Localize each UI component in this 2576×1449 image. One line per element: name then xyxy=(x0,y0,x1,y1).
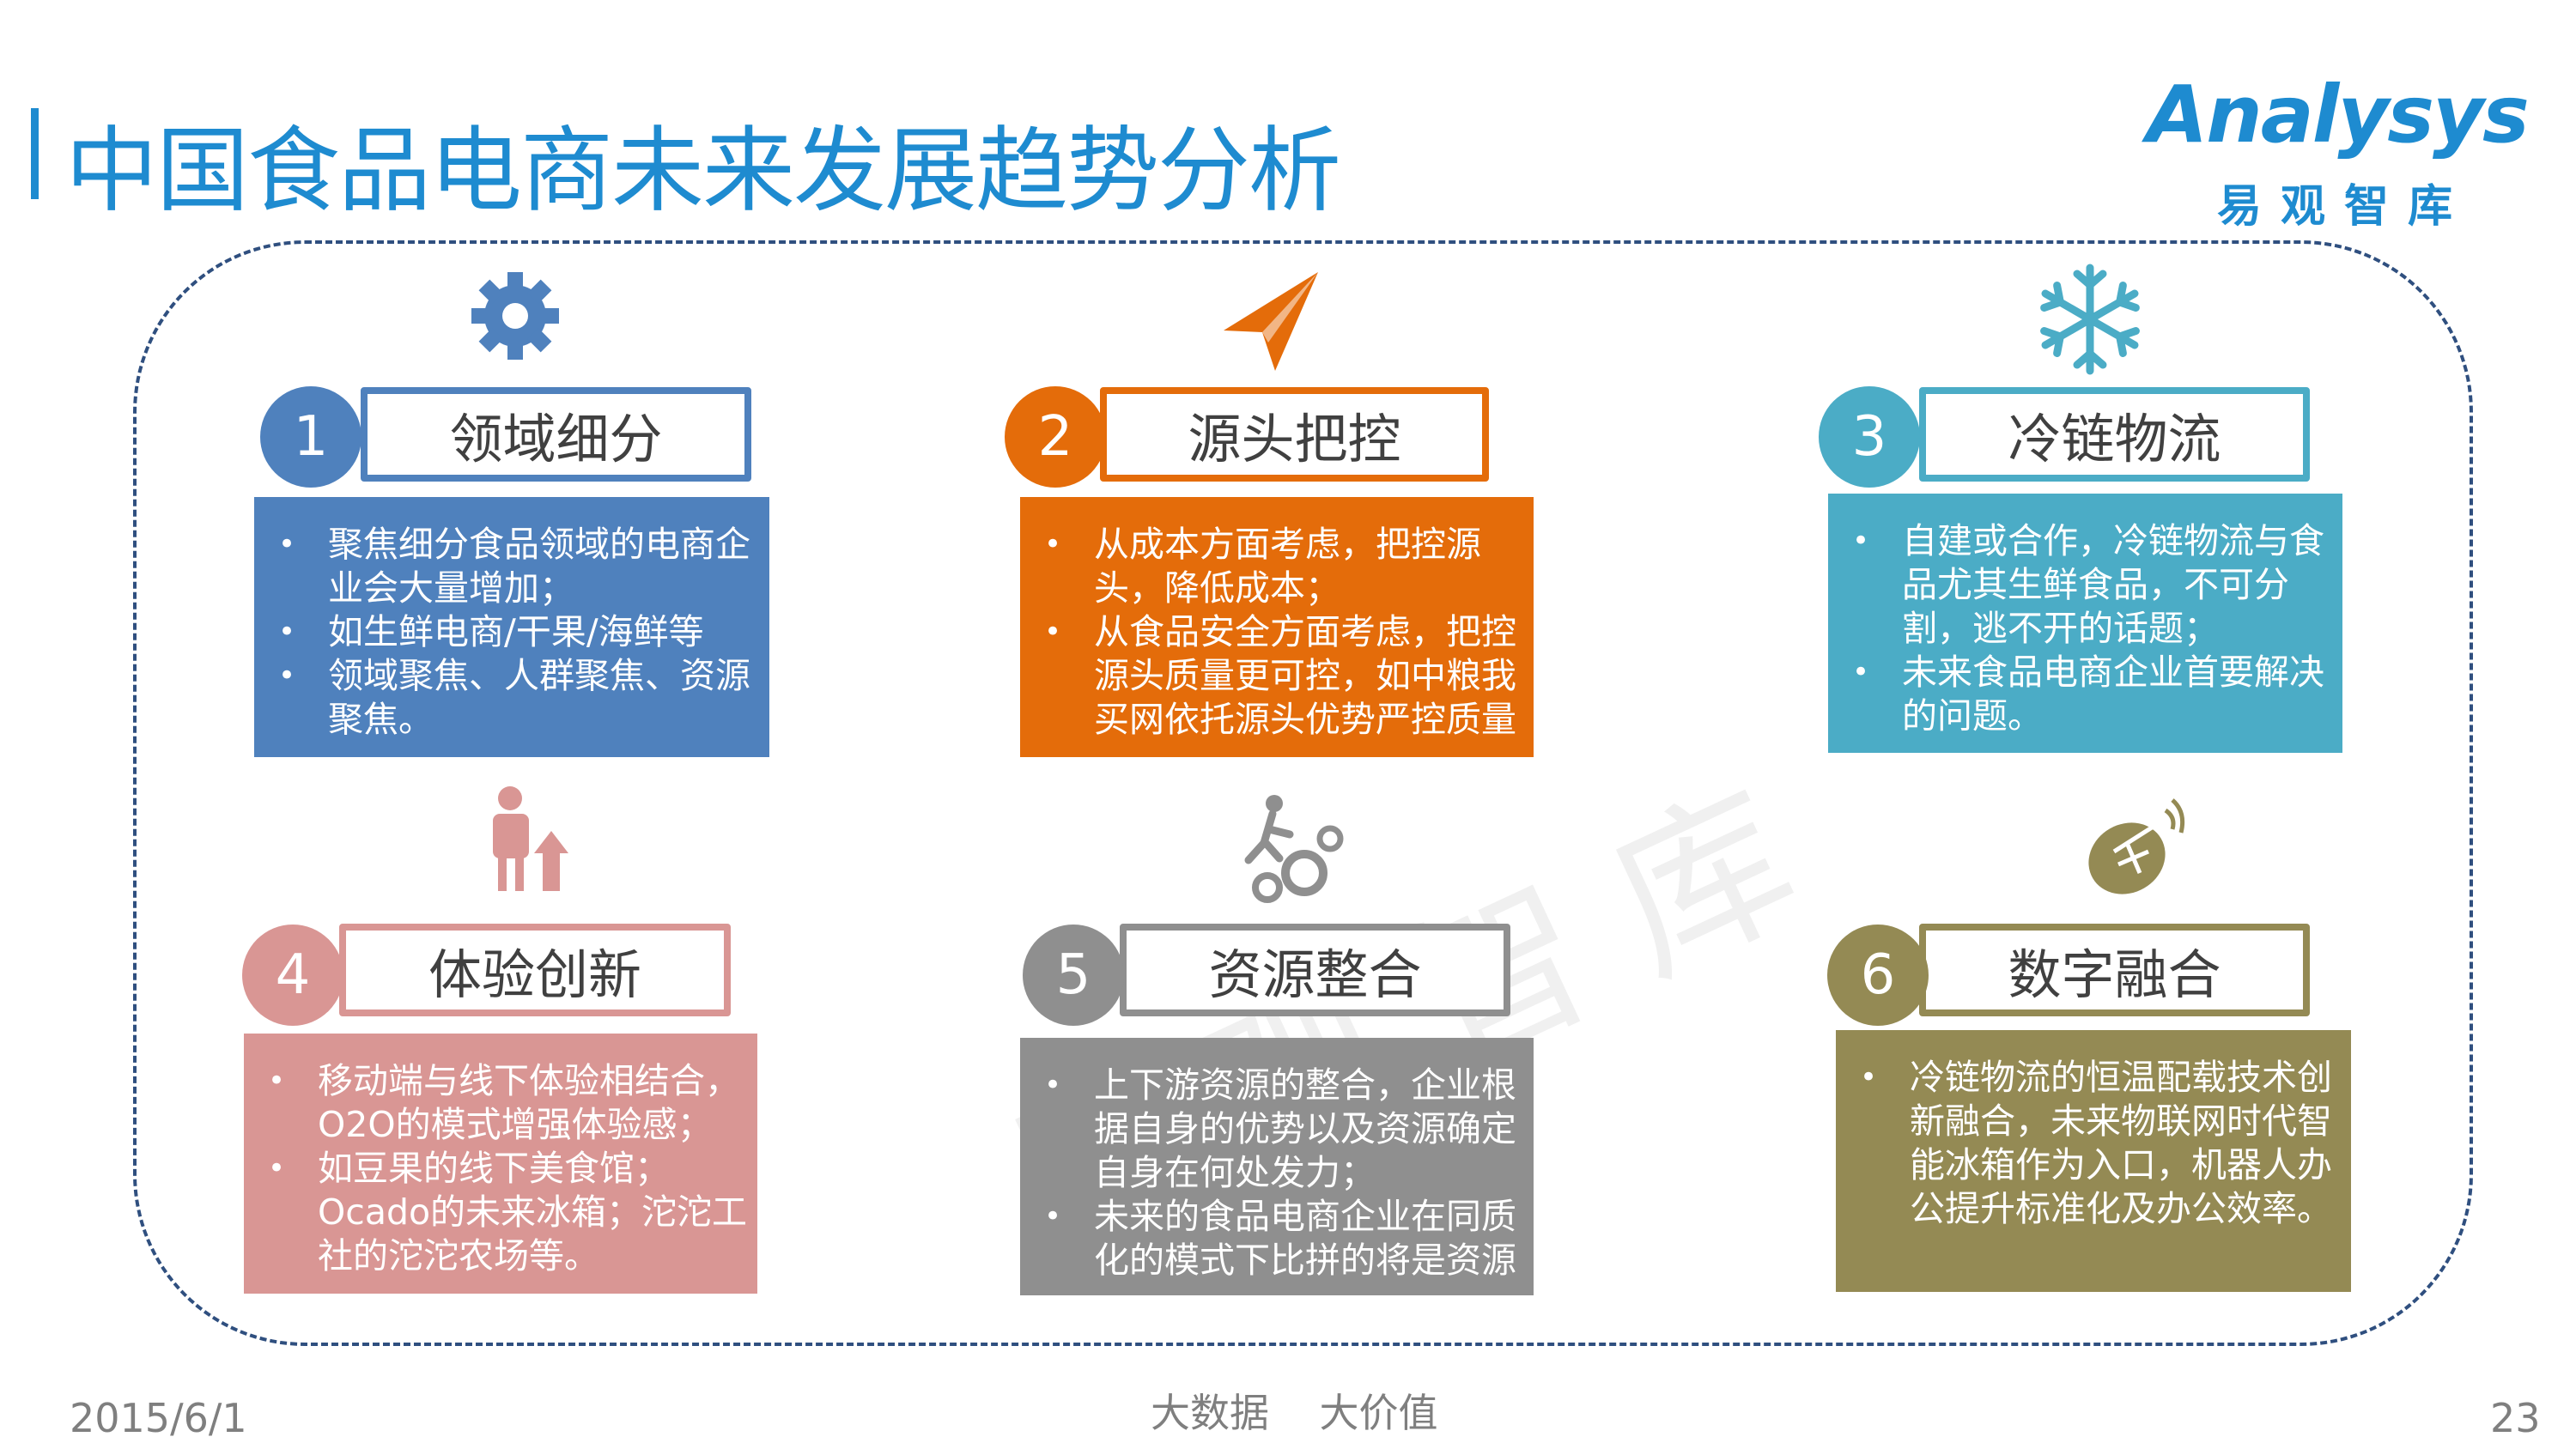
runner-gears-icon xyxy=(1240,791,1352,903)
bullet-item: 从食品安全方面考虑，把控源头质量更可控，如中粮我买网依托源头优势严控质量 xyxy=(1044,610,1525,742)
bullet-list: 自建或合作，冷链物流与食品尤其生鲜食品，不可分割，逃不开的话题；未来食品电商企业… xyxy=(1852,519,2334,738)
bullet-item: 如豆果的线下美食馆；Ocado的未来冰箱；沱沱工社的沱沱农场等。 xyxy=(268,1147,749,1278)
page-title: 中国食品电商未来发展趋势分析 xyxy=(65,118,1341,225)
logo-text-en: Analysys xyxy=(2147,69,2530,161)
snowflake-icon xyxy=(2034,264,2146,375)
page-number: 23 xyxy=(2490,1395,2541,1441)
bullet-item: 冷链物流的恒温配载技术创新融合，未来物联网时代智能冰箱作为入口，机器人办公提升标… xyxy=(1860,1056,2342,1231)
bullet-item: 未来的食品电商企业在同质化的模式下比拼的将是资源 xyxy=(1044,1195,1525,1282)
logo-text-cn: 易观智库 xyxy=(2217,181,2472,233)
bullet-item: 自建或合作，冷链物流与食品尤其生鲜食品，不可分割，逃不开的话题； xyxy=(1852,519,2334,651)
card-number-badge: 3 xyxy=(1819,386,1920,488)
card-content: 聚焦细分食品领域的电商企业会大量增加；如生鲜电商/干果/海鲜等领域聚焦、人群聚焦… xyxy=(254,497,769,757)
businessman-arrow-icon xyxy=(476,783,587,894)
bullet-item: 上下游资源的整合，企业根据自身的优势以及资源确定自身在何处发力； xyxy=(1044,1064,1525,1195)
card-title: 资源整合 xyxy=(1120,924,1510,1016)
bullet-list: 聚焦细分食品领域的电商企业会大量增加；如生鲜电商/干果/海鲜等领域聚焦、人群聚焦… xyxy=(278,523,761,742)
title-accent-bar xyxy=(31,108,39,199)
bullet-list: 移动端与线下体验相结合，O2O的模式增强体验感；如豆果的线下美食馆；Ocado的… xyxy=(268,1059,749,1278)
bullet-list: 上下游资源的整合，企业根据自身的优势以及资源确定自身在何处发力；未来的食品电商企… xyxy=(1044,1064,1525,1282)
bullet-list: 从成本方面考虑，把控源头，降低成本；从食品安全方面考虑，把控源头质量更可控，如中… xyxy=(1044,523,1525,742)
satellite-dish-icon xyxy=(2080,791,2191,903)
bullet-item: 领域聚焦、人群聚焦、资源聚焦。 xyxy=(278,654,761,742)
dashed-frame xyxy=(133,240,2473,1346)
card-title: 领域细分 xyxy=(361,387,751,482)
card-content: 上下游资源的整合，企业根据自身的优势以及资源确定自身在何处发力；未来的食品电商企… xyxy=(1020,1038,1534,1295)
card-number-badge: 4 xyxy=(242,925,343,1026)
bullet-item: 移动端与线下体验相结合，O2O的模式增强体验感； xyxy=(268,1059,749,1147)
bullet-item: 未来食品电商企业首要解决的问题。 xyxy=(1852,651,2334,738)
card-content: 从成本方面考虑，把控源头，降低成本；从食品安全方面考虑，把控源头质量更可控，如中… xyxy=(1020,497,1534,757)
card-title: 数字融合 xyxy=(1919,924,2310,1016)
footer-slogan: 大数据 大价值 xyxy=(1151,1390,1438,1436)
card-title: 冷链物流 xyxy=(1919,387,2310,482)
analysys-logo: Analysys 易观智库 xyxy=(2147,69,2530,233)
card-number-badge: 2 xyxy=(1005,386,1106,488)
footer-date: 2015/6/1 xyxy=(70,1395,247,1441)
card-content: 移动端与线下体验相结合，O2O的模式增强体验感；如豆果的线下美食馆；Ocado的… xyxy=(244,1034,757,1294)
card-number-badge: 1 xyxy=(260,386,361,488)
card-title: 源头把控 xyxy=(1100,387,1489,482)
card-number-badge: 6 xyxy=(1827,925,1929,1026)
card-title: 体验创新 xyxy=(339,924,731,1016)
bullet-item: 从成本方面考虑，把控源头，降低成本； xyxy=(1044,523,1525,610)
bullet-item: 聚焦细分食品领域的电商企业会大量增加； xyxy=(278,523,761,610)
card-number-badge: 5 xyxy=(1023,925,1124,1026)
card-content: 自建或合作，冷链物流与食品尤其生鲜食品，不可分割，逃不开的话题；未来食品电商企业… xyxy=(1828,494,2342,753)
paper-plane-icon xyxy=(1215,264,1327,375)
gear-icon xyxy=(459,260,571,372)
bullet-item: 如生鲜电商/干果/海鲜等 xyxy=(278,610,761,654)
card-content: 冷链物流的恒温配载技术创新融合，未来物联网时代智能冰箱作为入口，机器人办公提升标… xyxy=(1836,1030,2351,1292)
bullet-list: 冷链物流的恒温配载技术创新融合，未来物联网时代智能冰箱作为入口，机器人办公提升标… xyxy=(1860,1056,2342,1231)
